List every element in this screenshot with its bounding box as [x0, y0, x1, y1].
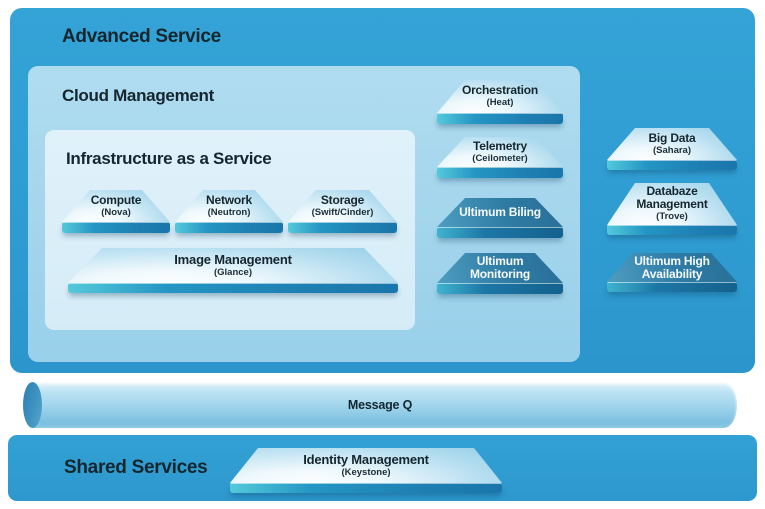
service-databaze-management: Databaze Management (Trove): [607, 183, 737, 235]
service-ultimum-biling: Ultimum Biling: [437, 198, 563, 238]
trapezoid-band: [288, 222, 397, 233]
service-sublabel: (Swift/Cinder): [311, 206, 374, 218]
service-sublabel: (Trove): [656, 211, 688, 223]
service-compute: Compute (Nova): [62, 190, 170, 233]
service-label: Databaze Management: [636, 184, 708, 212]
service-ultimum-monitoring: Ultimum Monitoring: [437, 253, 563, 294]
trapezoid-band: [437, 167, 563, 178]
shared-services-title: Shared Services: [64, 457, 208, 478]
service-orchestration: Orchestration (Heat): [437, 80, 563, 124]
trapezoid-band: [607, 160, 737, 170]
trapezoid-band: [62, 222, 170, 233]
trapezoid-top: [68, 248, 398, 283]
service-big-data: Big Data (Sahara): [607, 128, 737, 170]
trapezoid-band: [607, 225, 737, 235]
service-label: Telemetry: [472, 138, 527, 153]
service-label: Compute: [90, 192, 142, 207]
pipe-body: [32, 382, 737, 428]
trapezoid-band: [607, 282, 737, 292]
service-label: Big Data: [648, 130, 696, 145]
iaas-title: Infrastructure as a Service: [66, 149, 272, 168]
advanced-service-title: Advanced Service: [62, 26, 221, 47]
trapezoid-top: [230, 448, 502, 483]
service-label: Ultimum Biling: [459, 205, 541, 220]
service-label: Storage: [320, 192, 365, 207]
service-sublabel: (Keystone): [341, 466, 391, 478]
trapezoid-band: [437, 227, 563, 238]
service-telemetry: Telemetry (Ceilometer): [437, 137, 563, 178]
service-sublabel: (Ceilometer): [472, 152, 528, 164]
service-image-management: Image Management (Glance): [68, 248, 398, 293]
trapezoid-band: [68, 283, 398, 293]
service-sublabel: (Nova): [101, 206, 131, 218]
service-sublabel: (Heat): [486, 97, 514, 109]
message-queue-label: Message Q: [347, 398, 413, 412]
service-label: Orchestration: [461, 83, 539, 98]
service-label: Identity Management: [303, 451, 429, 467]
service-sublabel: (Neutron): [207, 206, 251, 218]
service-sublabel: (Sahara): [652, 144, 691, 156]
trapezoid-band: [437, 113, 563, 124]
trapezoid-band: [175, 222, 283, 233]
trapezoid-band: [230, 483, 502, 493]
service-sublabel: (Glance): [213, 266, 252, 278]
service-ultimum-high-availability: Ultimum High Availability: [607, 253, 737, 292]
service-label: Image Management: [174, 251, 292, 267]
service-storage: Storage (Swift/Cinder): [288, 190, 397, 233]
trapezoid-top: [607, 253, 737, 282]
message-queue-pipe: Message Q: [23, 382, 737, 428]
trapezoid-band: [437, 283, 563, 294]
service-label: Ultimum High Availability: [634, 253, 710, 281]
pipe-end-cap: [23, 382, 42, 428]
service-label: Ultimum Monitoring: [470, 254, 530, 281]
cloud-management-title: Cloud Management: [62, 86, 214, 105]
service-label: Network: [206, 192, 252, 207]
service-network: Network (Neutron): [175, 190, 283, 233]
service-identity-management: Identity Management (Keystone): [230, 448, 502, 493]
